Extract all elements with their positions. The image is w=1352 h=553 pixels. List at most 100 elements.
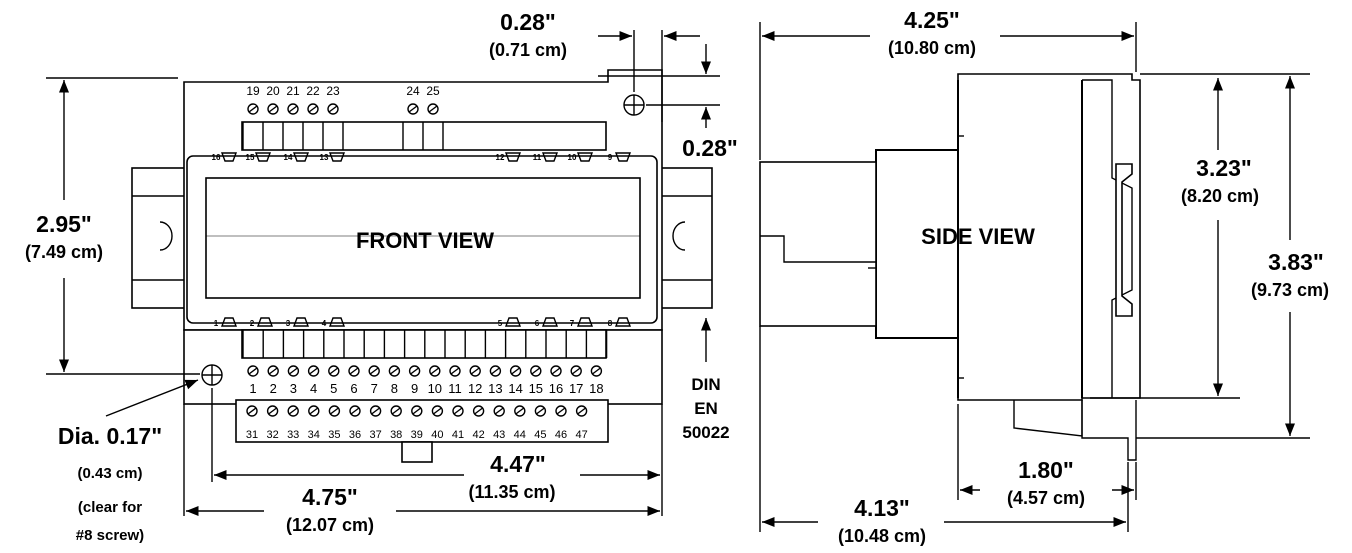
bottom-terminal-label: 9 — [411, 381, 418, 396]
width-inner-in: 4.47" — [490, 451, 546, 477]
terminal-screw — [472, 405, 485, 417]
bottom-terminal-strip — [241, 329, 607, 359]
led-label: 1 — [214, 319, 219, 328]
side-view: SIDE VIEW — [759, 73, 1141, 461]
bottom-terminal-label: 1 — [249, 381, 256, 396]
side-top-cm: (10.80 cm) — [888, 38, 976, 58]
top-terminal-label: 22 — [306, 84, 320, 98]
terminal-screw — [388, 365, 401, 377]
terminal-screw — [493, 405, 505, 417]
lower-terminal-label: 33 — [287, 429, 299, 441]
terminal-screw — [570, 365, 582, 377]
din-label-2: EN — [694, 399, 718, 418]
terminal-screw — [307, 365, 320, 377]
lower-terminal-label: 35 — [328, 429, 340, 441]
terminal-screw — [349, 405, 361, 417]
top-terminal-label: 24 — [406, 84, 420, 98]
top-terminal-label: 21 — [286, 84, 300, 98]
terminal-screw — [327, 103, 339, 115]
bottom-terminal-label: 6 — [350, 381, 357, 396]
offset-top-cm: (0.71 cm) — [489, 40, 567, 60]
terminal-screw — [246, 405, 258, 417]
terminal-screw — [530, 365, 542, 377]
side-h1-in: 3.23" — [1196, 155, 1252, 181]
terminal-screw — [328, 405, 341, 417]
height-front-in: 2.95" — [36, 211, 92, 237]
terminal-screw — [431, 405, 444, 417]
led-label: 7 — [570, 319, 575, 328]
terminal-screw — [368, 365, 380, 377]
lower-terminal-label: 37 — [369, 429, 381, 441]
led-label: 6 — [535, 319, 540, 328]
lower-terminal-label: 34 — [308, 429, 320, 441]
bottom-terminal-label: 5 — [330, 381, 337, 396]
bottom-terminal-label: 4 — [310, 381, 317, 396]
terminal-screw — [266, 405, 279, 417]
height-front-cm: (7.49 cm) — [25, 242, 103, 262]
top-terminal-label: 25 — [426, 84, 440, 98]
led-label: 13 — [320, 153, 329, 162]
width-inner-cm: (11.35 cm) — [468, 482, 555, 502]
led-label: 8 — [608, 319, 613, 328]
hole-dia: Dia. 0.17" — [58, 423, 162, 449]
lower-connector — [235, 399, 609, 443]
bottom-terminal-label: 8 — [391, 381, 398, 396]
bottom-terminal-label: 12 — [468, 381, 482, 396]
terminal-screw — [287, 365, 300, 377]
bottom-terminal-label: 15 — [529, 381, 543, 396]
terminal-screw — [550, 365, 562, 377]
terminal-screw — [429, 365, 441, 377]
terminal-screw — [247, 365, 259, 377]
bottom-terminal-label: 11 — [448, 381, 462, 396]
side-top-in: 4.25" — [904, 7, 960, 33]
din-label-1: DIN — [691, 375, 720, 394]
side-view-title: SIDE VIEW — [921, 224, 1035, 249]
terminal-screw — [534, 405, 547, 417]
terminal-screw — [307, 103, 319, 115]
side-bottom-cm: (10.48 cm) — [838, 526, 926, 546]
din-label-3: 50022 — [682, 423, 729, 442]
led-label: 2 — [250, 319, 255, 328]
top-terminal-label: 19 — [246, 84, 260, 98]
terminal-screw — [267, 103, 279, 115]
terminal-screw — [452, 405, 464, 417]
offset-top-in: 0.28" — [500, 9, 556, 35]
terminal-screw — [575, 405, 588, 417]
side-h2-cm: (9.73 cm) — [1251, 280, 1329, 300]
width-outer-cm: (12.07 cm) — [286, 515, 374, 535]
bottom-terminal-label: 17 — [569, 381, 583, 396]
side-bottom-in: 4.13" — [854, 495, 910, 521]
led-label: 5 — [498, 319, 503, 328]
bottom-terminal-label: 16 — [549, 381, 563, 396]
bottom-terminal-label: 7 — [371, 381, 378, 396]
bottom-terminal-label: 2 — [270, 381, 277, 396]
terminal-screw — [411, 405, 423, 417]
led-label: 11 — [533, 153, 542, 162]
terminal-screw — [408, 365, 421, 377]
lower-terminal-label: 39 — [411, 429, 423, 441]
terminal-screw — [590, 365, 603, 377]
bottom-terminal-label: 3 — [290, 381, 297, 396]
top-terminal-label: 20 — [266, 84, 280, 98]
led-label: 4 — [322, 319, 327, 328]
terminal-screw — [449, 365, 461, 377]
terminal-screw — [407, 103, 419, 115]
bottom-terminal-label: 10 — [428, 381, 442, 396]
bottom-terminal-label: 18 — [589, 381, 603, 396]
top-terminal-label: 23 — [326, 84, 340, 98]
terminal-screw — [328, 365, 340, 377]
lower-terminal-label: 47 — [575, 429, 587, 441]
terminal-screw — [427, 103, 439, 115]
side-depth-cm: (4.57 cm) — [1007, 488, 1085, 508]
terminal-screw — [287, 103, 299, 115]
terminal-screw — [287, 405, 299, 417]
lower-terminal-label: 43 — [493, 429, 505, 441]
lower-terminal-label: 40 — [431, 429, 443, 441]
lower-terminal-label: 45 — [534, 429, 546, 441]
side-h1-cm: (8.20 cm) — [1181, 186, 1259, 206]
terminal-screw — [509, 365, 522, 377]
led-label: 16 — [212, 153, 221, 162]
side-depth-in: 1.80" — [1018, 457, 1074, 483]
